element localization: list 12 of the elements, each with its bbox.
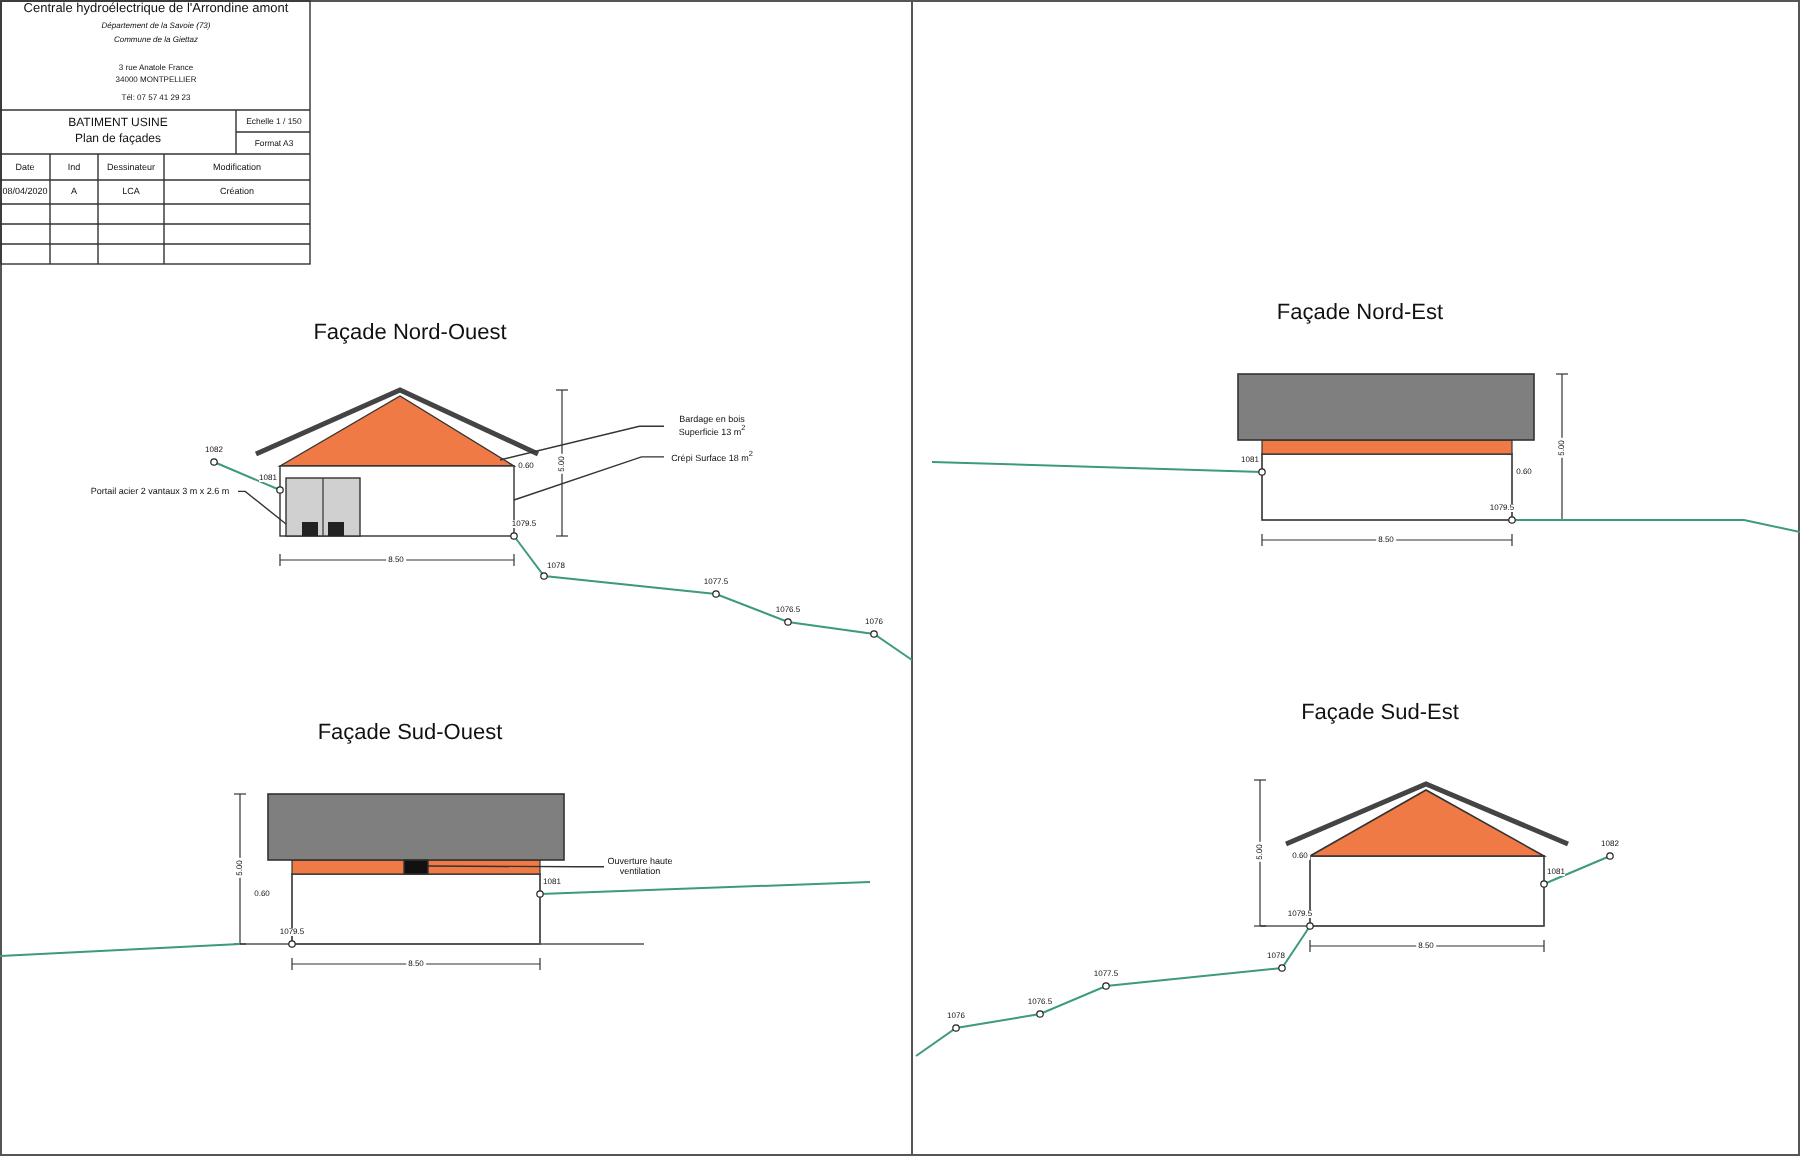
- door: [285, 477, 361, 537]
- view-title: Façade Sud-Est: [1301, 703, 1459, 725]
- view-title: Façade Nord-Ouest: [313, 323, 507, 345]
- vent-opening: [403, 859, 429, 875]
- gable-cladding: [277, 395, 517, 467]
- leader-line: [237, 490, 287, 525]
- view-title: Façade Nord-Est: [1276, 303, 1444, 325]
- wall: [279, 465, 515, 537]
- leader-line: [499, 425, 665, 461]
- view-title: Façade Sud-Ouest: [317, 723, 503, 745]
- leader-line: [427, 865, 605, 868]
- leader-line: [513, 456, 665, 501]
